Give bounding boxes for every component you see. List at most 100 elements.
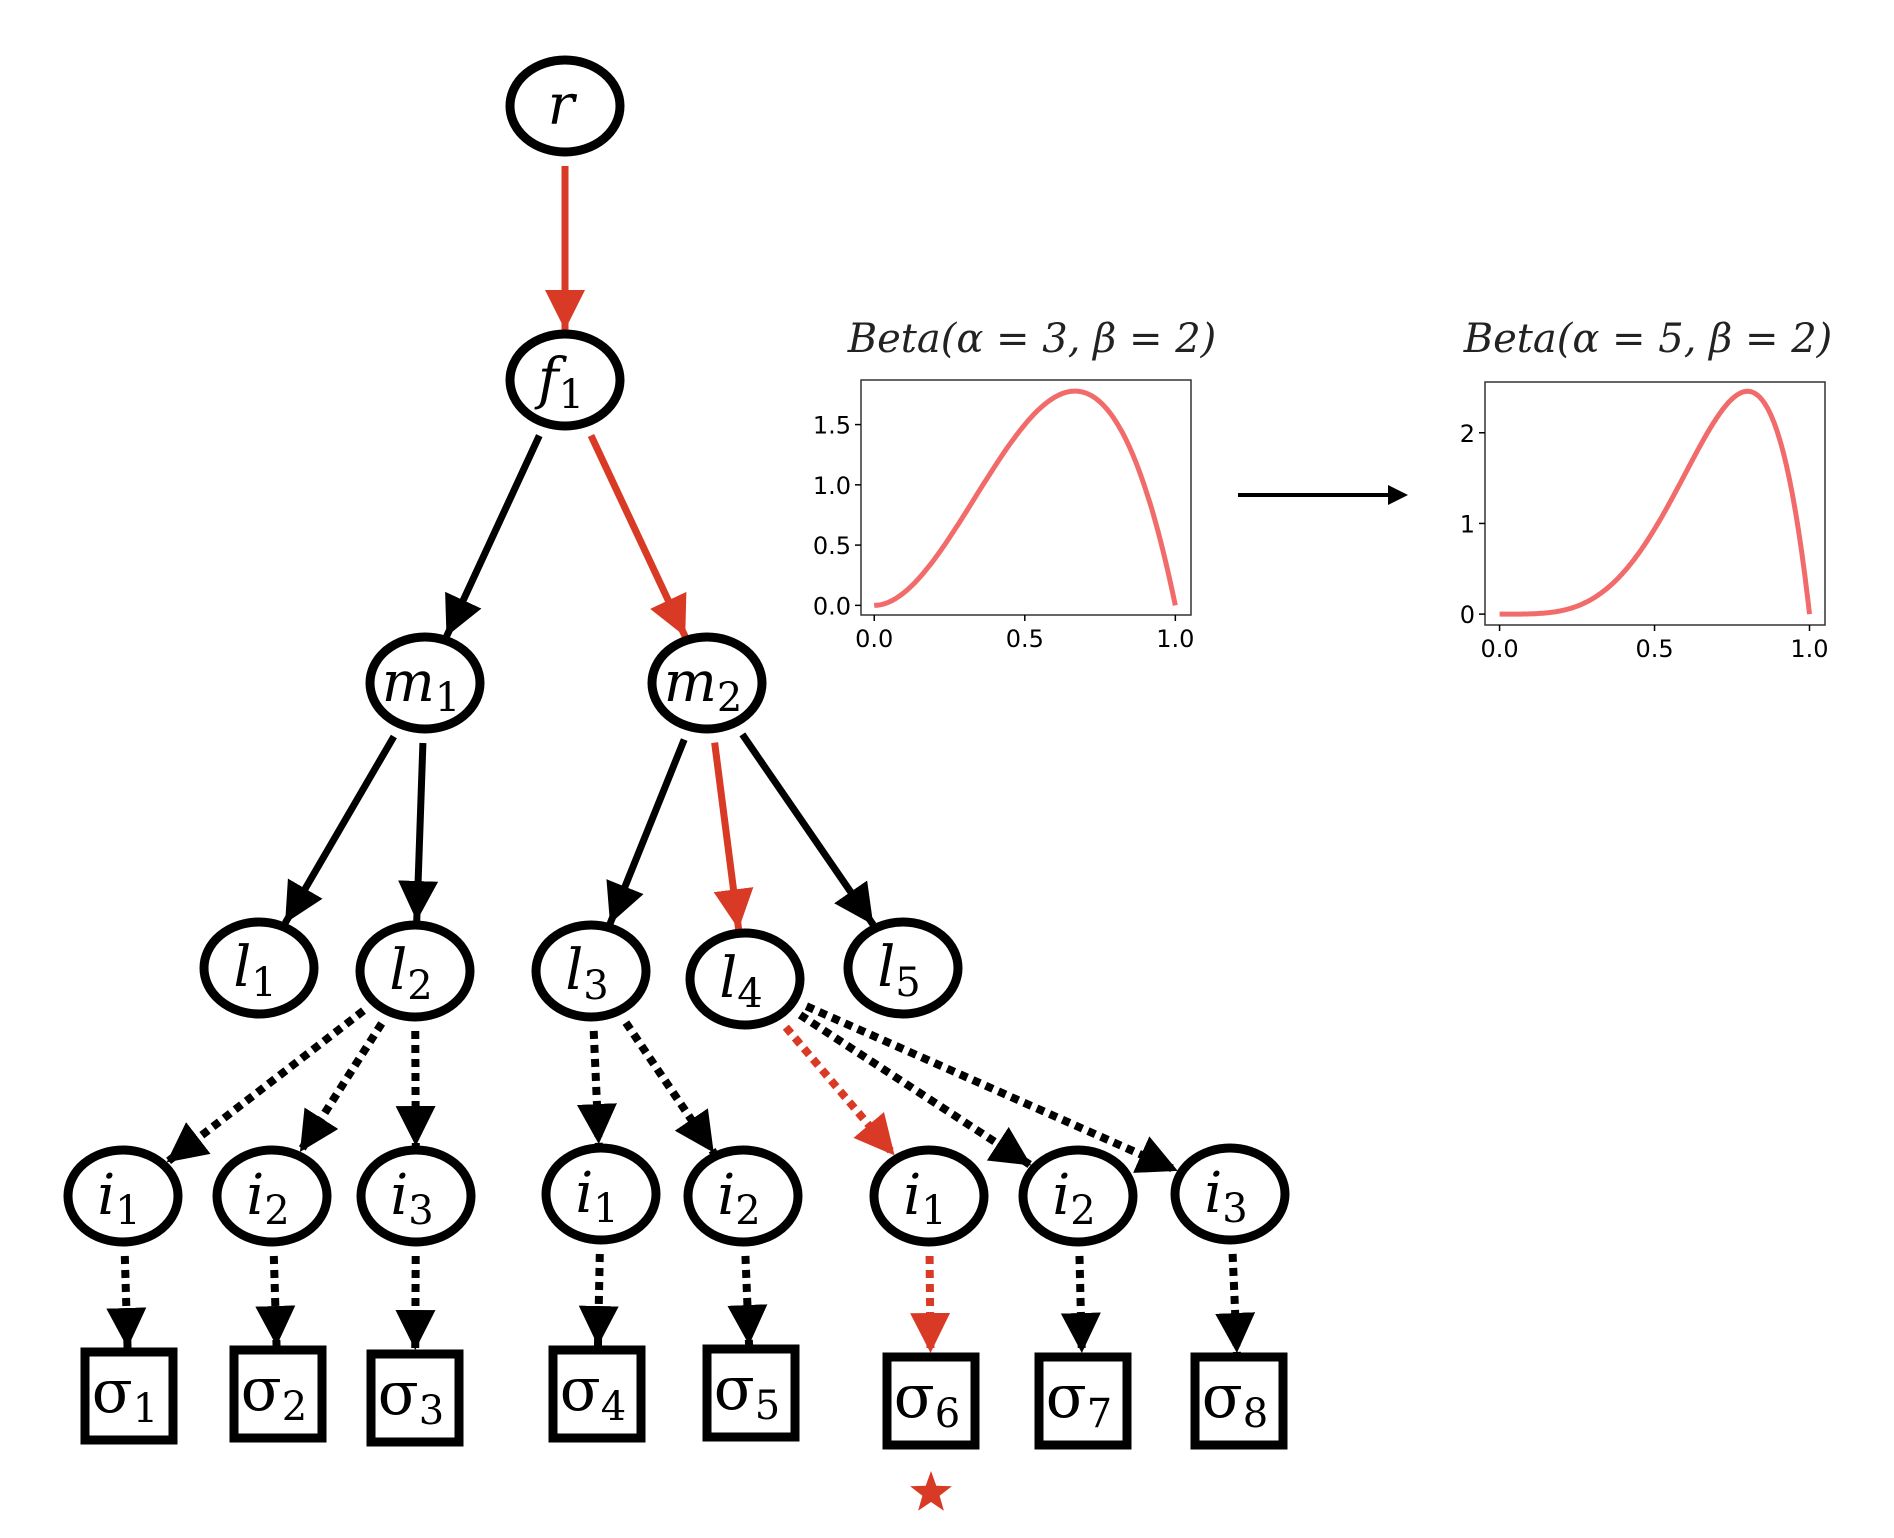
- leaf-s2[interactable]: σ2: [229, 1345, 327, 1443]
- node-ellipse: [531, 920, 651, 1022]
- node-ellipse: [541, 1143, 661, 1245]
- node-ellipse: [647, 632, 767, 734]
- edge-a1-s1: [106, 1255, 147, 1349]
- node-label: σ8: [1202, 1362, 1268, 1437]
- node-label: m2: [664, 650, 743, 721]
- node-label: i2: [717, 1163, 760, 1234]
- leaf-box: [80, 1347, 178, 1445]
- node-label: r: [548, 73, 578, 138]
- leaf-s6[interactable]: σ6: [882, 1352, 980, 1450]
- node-l3[interactable]: l3: [531, 920, 651, 1022]
- edge-l3-b2: [622, 1020, 718, 1155]
- leaf-s3[interactable]: σ3: [366, 1349, 464, 1447]
- node-r[interactable]: r: [505, 55, 625, 157]
- node-label: σ5: [714, 1354, 780, 1429]
- node-l1[interactable]: l1: [199, 917, 319, 1019]
- node-b1[interactable]: i1: [541, 1143, 661, 1245]
- node-ellipse: [199, 917, 319, 1019]
- node-l5[interactable]: l5: [843, 917, 963, 1019]
- y-tick-label: 1.5: [813, 412, 851, 440]
- node-ellipse: [505, 55, 625, 157]
- node-label: m1: [382, 650, 461, 721]
- node-label: σ3: [378, 1359, 444, 1434]
- edge-c2-s7: [1060, 1255, 1101, 1354]
- y-tick-label: 0: [1460, 601, 1475, 629]
- chart-title: Beta(α = 3, β = 2): [847, 316, 1217, 362]
- leaf-s1[interactable]: σ1: [80, 1347, 178, 1445]
- node-label: l5: [877, 935, 920, 1006]
- node-a2[interactable]: i2: [212, 1145, 332, 1247]
- density-curve: [874, 388, 1178, 608]
- star-icon: [910, 1471, 952, 1511]
- edge-f1-m2: [587, 434, 689, 639]
- edge-l2-a3: [395, 1030, 436, 1147]
- chart-title: Beta(α = 5, β = 2): [1463, 316, 1833, 362]
- node-c2[interactable]: i2: [1018, 1145, 1138, 1247]
- edge-l2-a1: [164, 1007, 366, 1166]
- node-m2[interactable]: m2: [647, 632, 767, 734]
- leaf-s7[interactable]: σ7: [1034, 1352, 1132, 1450]
- edge-a2-s2: [255, 1255, 296, 1347]
- edge-m2-l4: [711, 742, 754, 930]
- y-tick-label: 1: [1460, 510, 1475, 538]
- node-l4[interactable]: l4: [685, 928, 805, 1030]
- node-ellipse: [1018, 1145, 1138, 1247]
- x-tick-label: 1.0: [1156, 625, 1194, 653]
- leaf-box: [229, 1345, 327, 1443]
- x-tick-label: 1.0: [1790, 635, 1828, 663]
- node-b2[interactable]: i2: [683, 1145, 803, 1247]
- y-tick-label: 0.0: [813, 592, 851, 620]
- node-ellipse: [505, 329, 625, 431]
- node-label: i1: [903, 1163, 946, 1234]
- y-tick-label: 1.0: [813, 472, 851, 500]
- leaf-box: [1190, 1352, 1288, 1450]
- leaf-s5[interactable]: σ5: [702, 1344, 800, 1442]
- node-label: i1: [575, 1161, 618, 1232]
- leaf-s8[interactable]: σ8: [1190, 1352, 1288, 1450]
- node-label: i3: [1204, 1161, 1247, 1232]
- leaf-s4[interactable]: σ4: [548, 1345, 646, 1443]
- edge-l4-c2: [797, 1011, 1034, 1169]
- node-label: σ4: [560, 1355, 626, 1430]
- leaf-box: [548, 1345, 646, 1443]
- arrow-right-icon-head: [1388, 485, 1408, 505]
- leaf-box: [702, 1344, 800, 1442]
- node-label: i2: [1052, 1163, 1095, 1234]
- node-m1[interactable]: m1: [365, 632, 485, 734]
- node-c1[interactable]: i1: [869, 1145, 989, 1247]
- x-tick-label: 0.0: [855, 625, 893, 653]
- edges-layer: [106, 166, 1256, 1354]
- node-l2[interactable]: l2: [355, 920, 475, 1022]
- x-tick-label: 0.5: [1635, 635, 1673, 663]
- node-label: i3: [390, 1163, 433, 1234]
- node-ellipse: [355, 920, 475, 1022]
- node-ellipse: [365, 632, 485, 734]
- node-label: i1: [97, 1163, 140, 1234]
- edge-c1-s6: [910, 1255, 951, 1354]
- node-ellipse: [356, 1145, 476, 1247]
- edge-l4-c1: [782, 1024, 898, 1159]
- node-f1[interactable]: f1: [505, 329, 625, 431]
- node-a1[interactable]: i1: [63, 1145, 183, 1247]
- node-label: l4: [719, 946, 762, 1017]
- node-label: l3: [565, 938, 608, 1009]
- density-curve: [1499, 388, 1812, 617]
- node-ellipse: [63, 1145, 183, 1247]
- node-c3[interactable]: i3: [1170, 1143, 1290, 1245]
- node-label: l1: [233, 935, 276, 1006]
- edge-l2-a2: [296, 1021, 386, 1155]
- node-ellipse: [869, 1145, 989, 1247]
- plot-frame: [860, 379, 1192, 616]
- edge-f1-m1: [443, 434, 543, 638]
- node-ellipse: [683, 1145, 803, 1247]
- leaf-box: [1034, 1352, 1132, 1450]
- node-a3[interactable]: i3: [356, 1145, 476, 1247]
- y-tick-label: 2: [1460, 420, 1475, 448]
- edge-l4-c3: [804, 1002, 1180, 1175]
- edge-c3-s8: [1215, 1253, 1256, 1354]
- node-ellipse: [212, 1145, 332, 1247]
